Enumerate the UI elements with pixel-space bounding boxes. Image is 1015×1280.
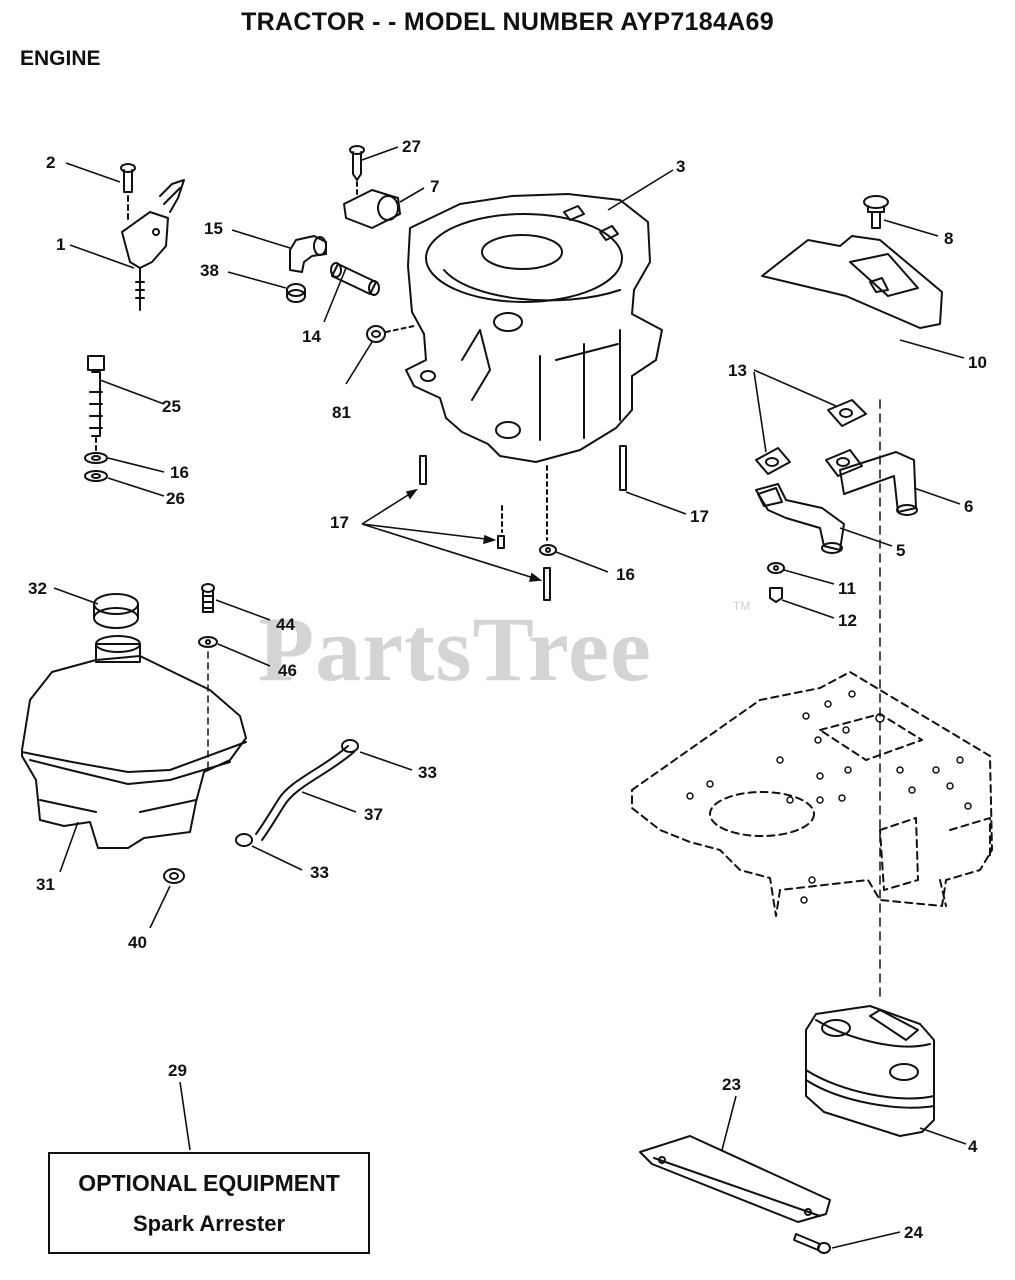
part-25-bolt [87,355,105,453]
part-16-washer [539,544,557,556]
part-12-nut [769,587,783,603]
part-5-exhaust-pipe [755,483,845,554]
callout-81: 81 [332,403,351,422]
callout-12: 12 [838,611,857,630]
part-17-leaders [361,488,543,582]
part-14-tube [330,262,380,296]
part-1-throttle-control [121,179,185,311]
callout-44: 44 [276,615,295,634]
optional-equipment-title: OPTIONAL EQUIPMENT [78,1170,340,1196]
part-7-clamp [343,189,401,229]
callout-37: 37 [364,805,383,824]
part-17-bolts [419,445,627,601]
callout-31: 31 [36,875,55,894]
part-24-screw [793,1233,831,1254]
tractor-frame [631,671,993,917]
part-38-nut [286,283,306,303]
part-44-screw [201,583,215,613]
part-13-gaskets [755,399,867,477]
part-81-fitting [366,325,415,343]
callout-2: 2 [46,153,55,172]
part-40-grommet [163,868,185,884]
callout-27: 27 [402,137,421,156]
part-4-muffler [805,1005,935,1137]
callout-33-lower: 33 [310,863,329,882]
part-46-washer [198,636,218,648]
callout-7: 7 [430,177,439,196]
part-10-heat-shield [761,235,943,329]
callout-29: 29 [168,1061,187,1080]
part-3-engine [405,193,663,463]
part-33-hose-clamp-upper [341,739,359,753]
callout-40: 40 [128,933,147,952]
callout-23: 23 [722,1075,741,1094]
part-11-washer [767,562,785,574]
callout-16-right: 16 [616,565,635,584]
callout-26: 26 [166,489,185,508]
leader-lines [53,146,967,1249]
callout-38: 38 [200,261,219,280]
callout-14: 14 [302,327,321,346]
callout-11: 11 [838,579,856,598]
part-32-fuel-cap [93,593,139,629]
watermark: PartsTree [258,598,652,700]
callout-16-left: 16 [170,463,189,482]
part-6-exhaust-pipe [839,451,918,516]
callout-15: 15 [204,219,223,238]
callout-17-right: 17 [690,507,709,526]
part-27-screw [349,145,365,199]
callout-8: 8 [944,229,953,248]
callout-numbers: 2 1 3 27 7 15 38 14 81 8 10 13 6 5 11 12… [28,137,987,1242]
callout-46: 46 [278,661,297,680]
watermark-trademark: TM [733,599,750,613]
callout-3: 3 [676,157,685,176]
diagram-title: TRACTOR - - MODEL NUMBER AYP7184A69 [241,8,774,36]
optional-equipment-box: OPTIONAL EQUIPMENT Spark Arrester [48,1152,370,1254]
callout-33-upper: 33 [418,763,437,782]
callout-5: 5 [896,541,905,560]
part-8-screw [863,195,889,229]
part-37-fuel-hose [255,745,355,841]
part-26-washer [84,470,108,482]
callout-1: 1 [56,235,65,254]
section-label: ENGINE [20,47,101,70]
callout-17-left: 17 [330,513,349,532]
callout-32: 32 [28,579,47,598]
part-15-elbow-fitting [289,235,327,273]
part-2-screw [120,163,136,223]
callout-6: 6 [964,497,973,516]
part-31-fuel-tank [21,635,247,849]
callout-25: 25 [162,397,181,416]
callout-10: 10 [968,353,987,372]
optional-equipment-item: Spark Arrester [132,1211,286,1236]
frame-holes [686,690,972,904]
part-33-hose-clamp-lower [235,833,253,847]
callout-4: 4 [968,1137,978,1156]
part-23-bracket [639,1135,831,1223]
callout-13: 13 [728,361,747,380]
callout-24: 24 [904,1223,923,1242]
part-16-washer-left [84,452,108,464]
